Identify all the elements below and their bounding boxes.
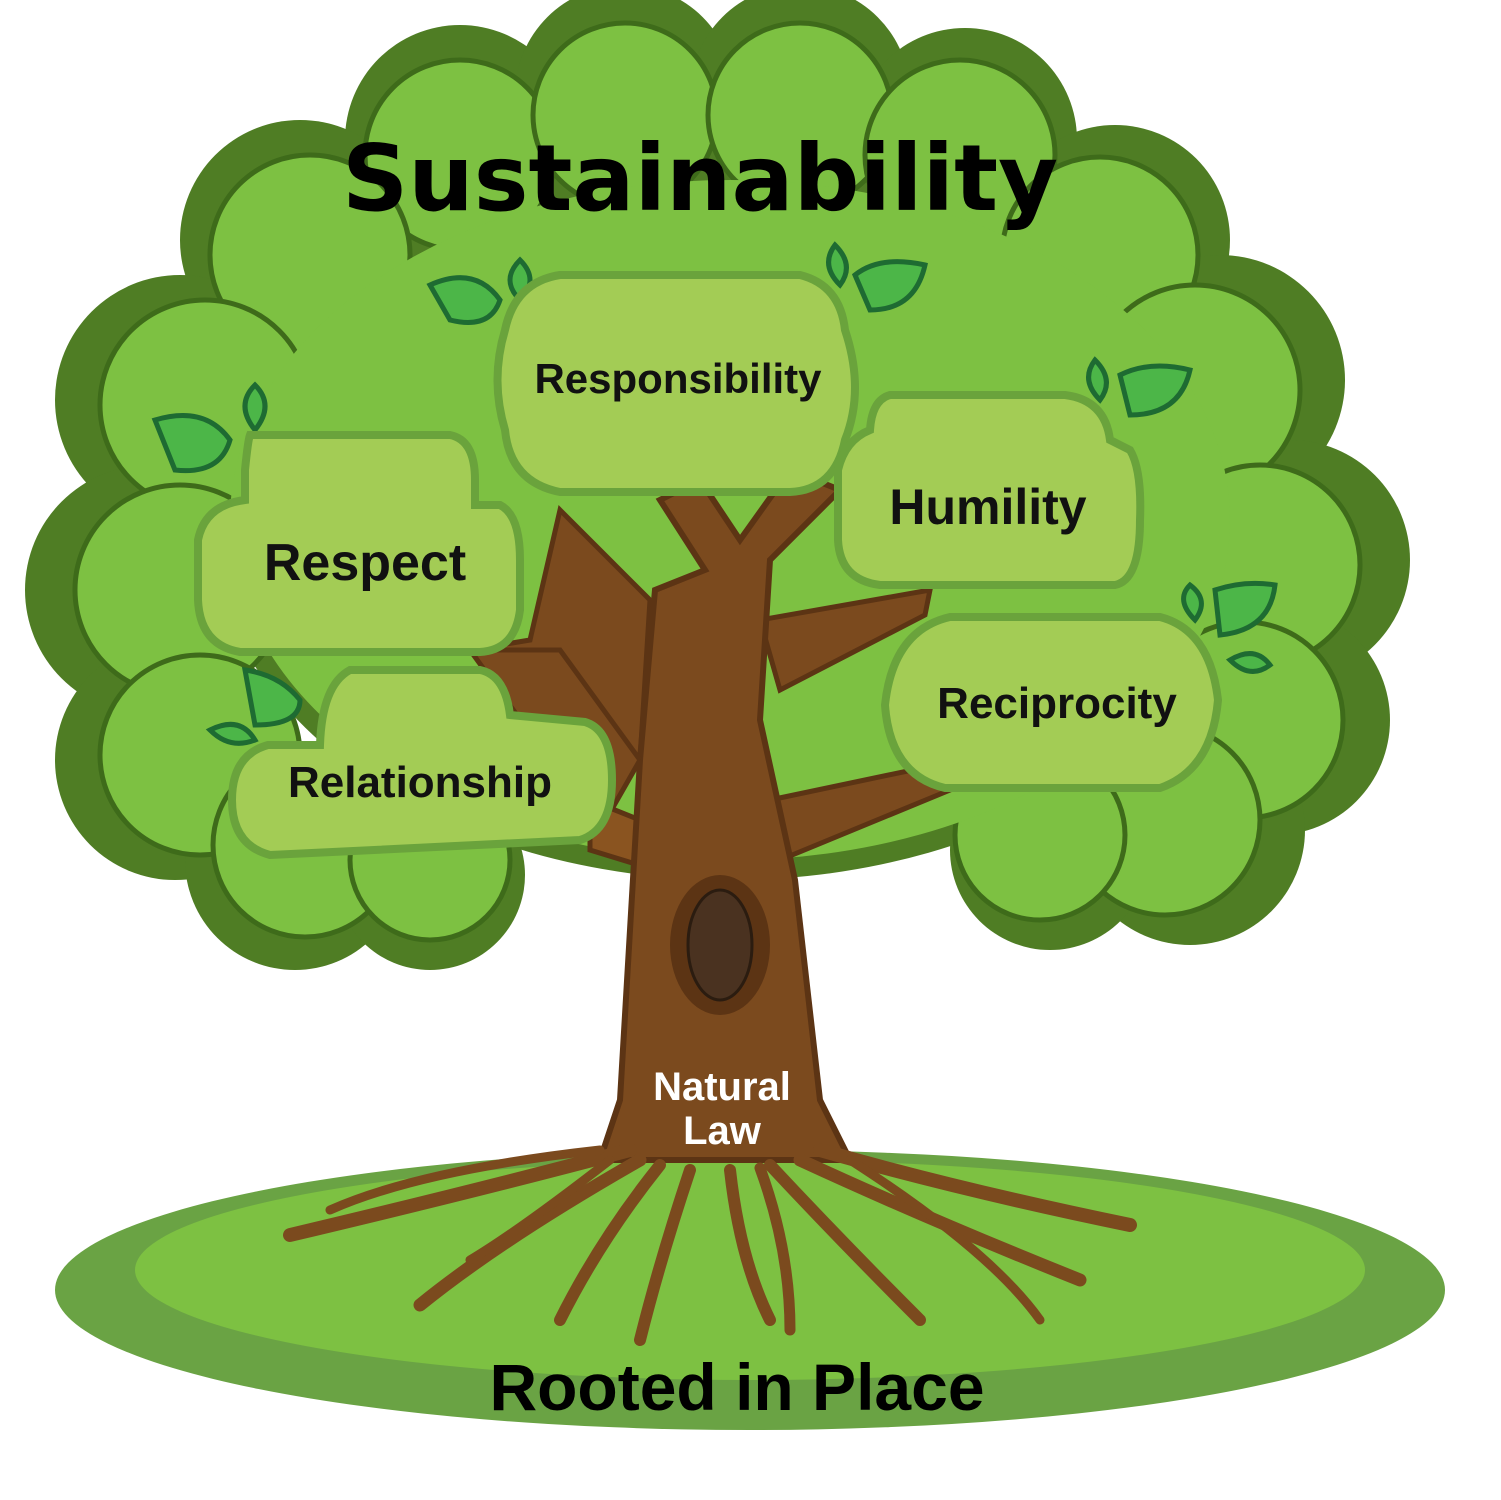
value-label-respect: Respect — [264, 534, 466, 592]
trunk-label-line2: Law — [683, 1109, 762, 1153]
value-box-relationship: Relationship — [227, 666, 617, 860]
diagram-title: Sustainability — [342, 125, 1058, 232]
value-box-responsibility: Responsibility — [493, 271, 859, 496]
ground-label: Rooted in Place — [489, 1350, 984, 1424]
value-label-reciprocity: Reciprocity — [937, 679, 1177, 728]
value-box-humility: Humility — [834, 391, 1145, 589]
value-box-reciprocity: Reciprocity — [880, 613, 1223, 792]
value-label-relationship: Relationship — [288, 758, 552, 807]
trunk-label-line1: Natural — [653, 1065, 791, 1109]
value-label-responsibility: Responsibility — [534, 355, 822, 402]
tree-roots — [283, 1143, 1137, 1346]
decorative-leaves — [151, 241, 1278, 746]
value-label-humility: Humility — [889, 479, 1086, 535]
value-box-respect: Respect — [194, 431, 524, 656]
